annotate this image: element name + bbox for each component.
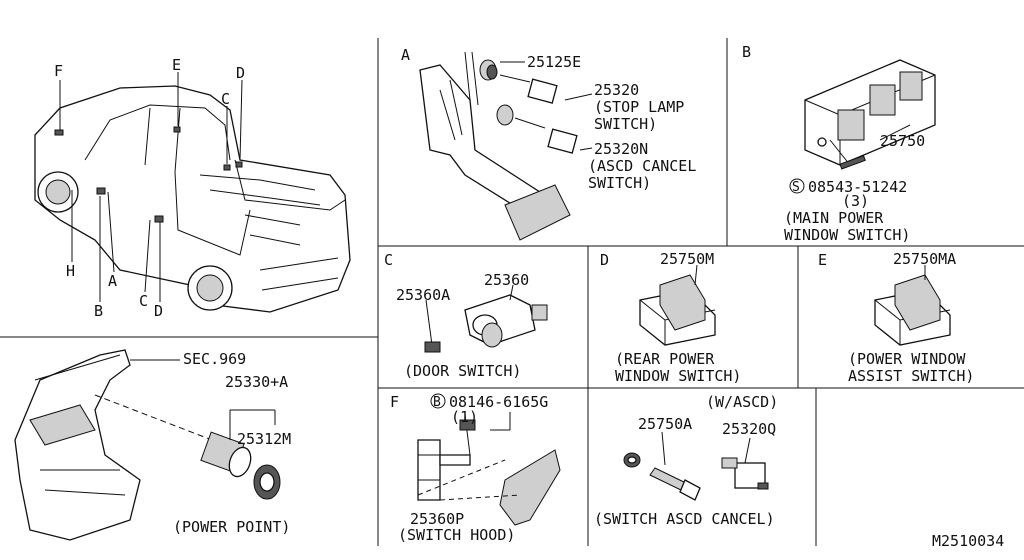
panel-c-labels: C 25360A 25360 (DOOR SWITCH) bbox=[384, 251, 529, 380]
panel-e-labels: E 25750MA (POWER WINDOW ASSIST SWITCH) bbox=[818, 250, 974, 385]
panel-d-letter: D bbox=[600, 251, 609, 269]
power-point-illustration bbox=[14, 349, 281, 541]
bolt-08146-6165g: 08146-6165G bbox=[449, 393, 548, 411]
part-25360p: 25360P bbox=[410, 510, 464, 528]
callout-d-bottom: D bbox=[154, 302, 163, 320]
part-25320n: 25320N bbox=[594, 140, 648, 158]
main-power-caption-2: WINDOW SWITCH) bbox=[784, 226, 910, 244]
bolt-f-qty: (1) bbox=[451, 408, 478, 426]
part-25320: 25320 bbox=[594, 81, 639, 99]
sec-ref: SEC.969 bbox=[183, 350, 246, 368]
vehicle-leader-lines bbox=[59, 72, 243, 302]
power-point-caption: (POWER POINT) bbox=[173, 518, 290, 536]
stop-lamp-switch-illustration bbox=[419, 51, 593, 241]
panel-dividers bbox=[0, 38, 1024, 546]
callout-b: B bbox=[94, 302, 103, 320]
part-25330a: 25330+A bbox=[225, 373, 288, 391]
switch-ascd-cancel-illustration bbox=[623, 431, 769, 501]
bolt-s-prefix: S bbox=[792, 180, 800, 195]
switch-hood-illustration bbox=[417, 412, 561, 526]
panel-f-labels: F B 08146-6165G (1) 25360P (SWITCH HOOD) bbox=[390, 393, 548, 544]
panel-a-letter: A bbox=[401, 46, 410, 64]
part-25750a: 25750A bbox=[638, 415, 692, 433]
stop-lamp-desc-1: (STOP LAMP bbox=[594, 98, 684, 116]
callout-a: A bbox=[108, 272, 117, 290]
bolt-s-mark bbox=[789, 178, 805, 194]
bolt-b-mark bbox=[430, 393, 446, 409]
part-25320q: 25320Q bbox=[722, 420, 776, 438]
panel-c-letter: C bbox=[384, 251, 393, 269]
part-25125e: 25125E bbox=[527, 53, 581, 71]
callout-f: F bbox=[54, 62, 63, 80]
ascd-cancel-desc-2: SWITCH) bbox=[588, 174, 651, 192]
part-25750ma: 25750MA bbox=[893, 250, 956, 268]
callout-c-bottom: C bbox=[139, 292, 148, 310]
stop-lamp-desc-2: SWITCH) bbox=[594, 115, 657, 133]
switch-ascd-cancel-caption: (SWITCH ASCD CANCEL) bbox=[594, 510, 775, 528]
part-25360a: 25360A bbox=[396, 286, 450, 304]
callout-c-top: C bbox=[221, 90, 230, 108]
diagram-id: M2510034 bbox=[932, 532, 1004, 550]
assist-caption-2: ASSIST SWITCH) bbox=[848, 367, 974, 385]
panel-b-labels: B 25750 S 08543-51242 (3) (MAIN POWER WI… bbox=[742, 43, 925, 244]
ascd-cancel-desc-1: (ASCD CANCEL bbox=[588, 157, 696, 175]
rear-power-caption-2: WINDOW SWITCH) bbox=[615, 367, 741, 385]
bolt-b-prefix: B bbox=[433, 395, 441, 410]
assist-caption-1: (POWER WINDOW bbox=[848, 350, 966, 368]
main-power-window-switch-illustration bbox=[804, 59, 936, 170]
panel-g-labels: (W/ASCD) 25750A 25320Q (SWITCH ASCD CANC… bbox=[594, 393, 778, 528]
w-ascd-note: (W/ASCD) bbox=[706, 393, 778, 411]
panel-f-letter: F bbox=[390, 393, 399, 411]
panel-a-labels: A 25125E 25320 (STOP LAMP SWITCH) 25320N… bbox=[401, 46, 696, 192]
switch-hood-caption: (SWITCH HOOD) bbox=[398, 526, 515, 544]
rear-power-window-switch-illustration bbox=[639, 264, 716, 346]
callout-e: E bbox=[172, 56, 181, 74]
panel-b-letter: B bbox=[742, 43, 751, 61]
door-switch-caption: (DOOR SWITCH) bbox=[404, 362, 521, 380]
part-25750: 25750 bbox=[880, 132, 925, 150]
part-25312m: 25312M bbox=[237, 430, 291, 448]
power-point-labels: SEC.969 25330+A 25312M (POWER POINT) bbox=[173, 350, 291, 536]
bolt-08543-51242: 08543-51242 bbox=[808, 178, 907, 196]
callout-h: H bbox=[66, 262, 75, 280]
vehicle-callouts: F E D C H A B C D bbox=[54, 56, 245, 320]
panel-d-labels: D 25750M (REAR POWER WINDOW SWITCH) bbox=[600, 250, 741, 385]
panel-e-letter: E bbox=[818, 251, 827, 269]
bolt-b-qty: (3) bbox=[842, 192, 869, 210]
main-power-caption-1: (MAIN POWER bbox=[784, 209, 884, 227]
power-window-assist-switch-illustration bbox=[874, 265, 951, 346]
pickup-truck-illustration bbox=[34, 85, 351, 313]
door-switch-illustration bbox=[424, 284, 548, 353]
part-25360: 25360 bbox=[484, 271, 529, 289]
part-25750m: 25750M bbox=[660, 250, 714, 268]
rear-power-caption-1: (REAR POWER bbox=[615, 350, 715, 368]
callout-d-top: D bbox=[236, 64, 245, 82]
